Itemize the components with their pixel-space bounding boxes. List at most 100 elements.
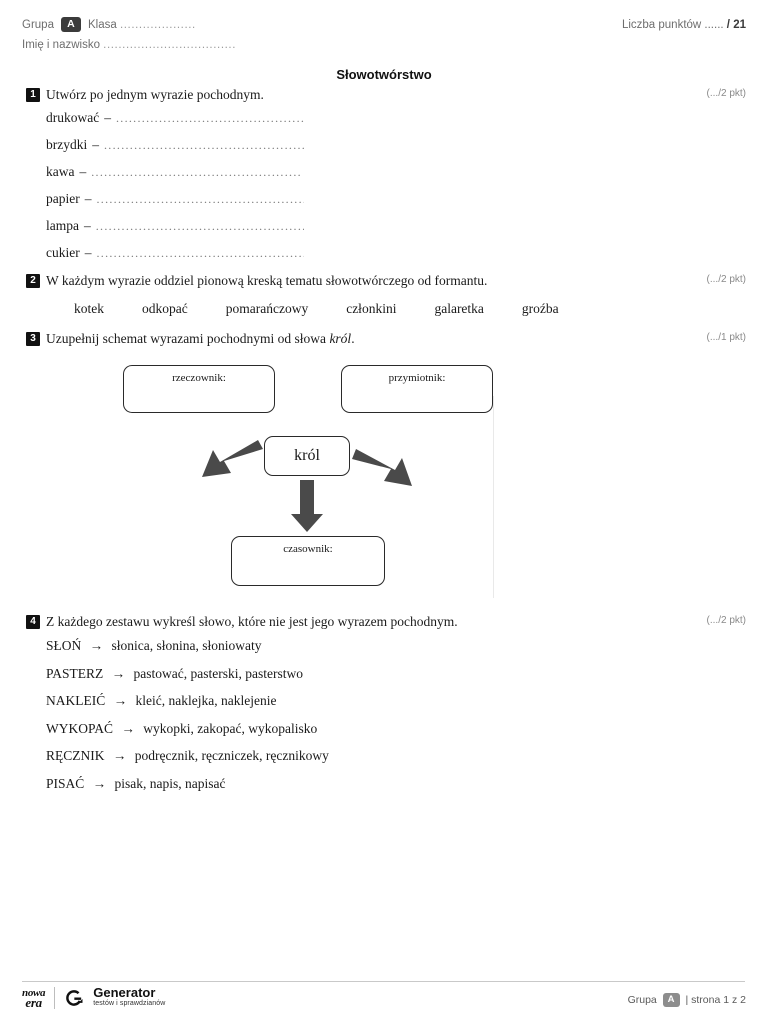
fill-row: cukier – ...............................… [46,245,304,272]
page-title: Słowotwórstwo [336,67,432,82]
fill-answer-line[interactable]: ........................................… [96,192,304,206]
word-item[interactable]: groźba [521,301,559,316]
task-3-head: 3 Uzupełnij schemat wyrazami pochodnymi … [26,330,355,347]
diagram-box-verb[interactable]: czasownik: [231,536,385,586]
task-2-word-row: kotek odkopać pomarańczowy członkini gal… [74,301,559,317]
brand-block: nowa era Generator testów i sprawdzianów [22,986,165,1010]
task-4-points: (.../2 pkt) [706,615,746,626]
brand-separator [54,987,56,1009]
points-label: Liczba punktów ...... [621,19,724,31]
task-2-head: 2 W każdym wyrazie oddziel pionową kresk… [26,272,487,289]
task-4-number-badge: 4 [26,615,40,629]
fill-answer-line[interactable]: ........................................… [115,111,304,125]
derivative-set: SŁOŃ → słonica, słonina, słoniowaty [46,638,329,666]
arrow-right-icon: → [89,638,104,653]
derivative-base: NAKLEIĆ [46,693,106,708]
derivative-base: RĘCZNIK [46,748,105,763]
footer-page-number: strona 1 z 2 [691,994,746,1006]
task-3-prompt-word: król [329,331,352,346]
generator-text-block: Generator testów i sprawdzianów [93,986,165,1009]
fill-row: brzydki – ..............................… [46,137,304,164]
generator-logo-icon [64,988,84,1008]
group-badge: A [61,17,81,32]
diagram-box-adjective[interactable]: przymiotnik: [341,365,493,413]
task-1-number-badge: 1 [26,88,40,102]
task-3-prompt-after: . [351,331,355,346]
task-3-points: (.../1 pkt) [706,332,746,343]
fill-answer-line[interactable]: ........................................… [95,219,304,233]
fill-row: drukować – .............................… [46,110,304,137]
fill-dash: – [92,137,99,152]
task-1-prompt: Utwórz po jednym wyrazie pochodnym. [46,87,264,102]
name-dots[interactable]: ................................... [103,39,236,51]
word-item[interactable]: odkopać [142,301,188,316]
fill-word: brzydki [46,137,88,152]
points-max: 21 [733,19,746,31]
derivative-options[interactable]: kleić, naklejka, naklejenie [135,693,277,708]
word-item[interactable]: członkini [346,301,397,316]
footer-separator: | [685,994,689,1006]
task-1-head: 1 Utwórz po jednym wyrazie pochodnym. [26,86,264,103]
arrow-right-icon: → [113,693,128,708]
task-4-head: 4 Z każdego zestawu wykreśl słowo, które… [26,613,458,630]
nowa-era-line2: era [25,995,42,1010]
diagram-divider [493,396,494,598]
arrow-to-adjective [352,449,412,486]
derivative-set: PASTERZ → pastować, pasterski, pasterstw… [46,666,329,694]
footer-group-badge: A [662,993,680,1007]
fill-dash: – [104,110,111,125]
fill-answer-line[interactable]: ........................................… [96,246,304,260]
task-4: 4 Z każdego zestawu wykreśl słowo, które… [26,613,458,630]
task-3-prompt: Uzupełnij schemat wyrazami pochodnymi od… [46,330,355,347]
fill-word: drukować [46,110,100,125]
derivative-options[interactable]: podręcznik, ręczniczek, ręcznikowy [134,748,329,763]
derivative-set: WYKOPAĆ → wykopki, zakopać, wykopalisko [46,721,329,749]
derivative-options[interactable]: wykopki, zakopać, wykopalisko [143,720,318,736]
fill-word: lampa [46,218,79,233]
derivative-base: SŁOŃ [46,638,82,653]
footer-divider [22,981,745,982]
header-name-line: Imię i nazwisko ........................… [22,36,236,54]
task-2-points: (.../2 pkt) [706,274,746,285]
class-label: Klasa [87,19,117,31]
task-2-number-badge: 2 [26,274,40,288]
arrow-to-noun [202,440,263,477]
task-3-number-badge: 3 [26,332,40,346]
word-item[interactable]: pomarańczowy [225,301,309,316]
task-2-prompt: W każdym wyrazie oddziel pionową kreską … [46,273,488,288]
header-points: Liczba punktów ...... / 21 [622,16,746,34]
nowa-era-logo: nowa era [22,988,46,1010]
footer-page-info: Grupa A | strona 1 z 2 [628,993,746,1007]
derivative-base: WYKOPAĆ [46,720,114,736]
fill-answer-line[interactable]: ........................................… [91,165,302,179]
group-label: Grupa [22,19,54,31]
diagram-box-center: król [264,436,350,476]
derivative-base: PISAĆ [46,775,85,791]
fill-dash: – [84,218,91,233]
word-item[interactable]: galaretka [434,301,484,316]
points-separator: / [726,19,730,31]
fill-dash: – [84,245,92,260]
task-1-fill-list: drukować – .............................… [46,110,304,272]
task-1-points: (.../2 pkt) [706,88,746,99]
fill-row: kawa – .................................… [46,164,304,191]
fill-word: kawa [46,164,75,179]
class-dots[interactable]: .................... [119,19,196,31]
derivative-base: PASTERZ [46,665,104,681]
word-item[interactable]: kotek [74,301,104,316]
word-formation-diagram: rzeczownik: przymiotnik: król czasownik: [110,358,500,598]
header-left-block: Grupa A Klasa .................... Imię … [22,16,236,54]
diagram-box-noun[interactable]: rzeczownik: [123,365,275,413]
derivative-options[interactable]: pastować, pasterski, pasterstwo [133,665,303,681]
derivative-set: PISAĆ → pisak, napis, napisać [46,776,329,804]
task-3-prompt-before: Uzupełnij schemat wyrazami pochodnymi od… [46,331,330,346]
fill-dash: – [79,164,87,179]
arrow-right-icon: → [92,775,107,791]
fill-answer-line[interactable]: ........................................… [104,138,304,152]
derivative-options[interactable]: słonica, słonina, słoniowaty [111,638,262,653]
sheet-header: Grupa A Klasa .................... Imię … [22,16,746,56]
derivative-options[interactable]: pisak, napis, napisać [114,775,226,791]
fill-row: lampa – ................................… [46,218,304,245]
task-2: 2 W każdym wyrazie oddziel pionową kresk… [26,272,487,289]
arrow-right-icon: → [111,665,126,681]
